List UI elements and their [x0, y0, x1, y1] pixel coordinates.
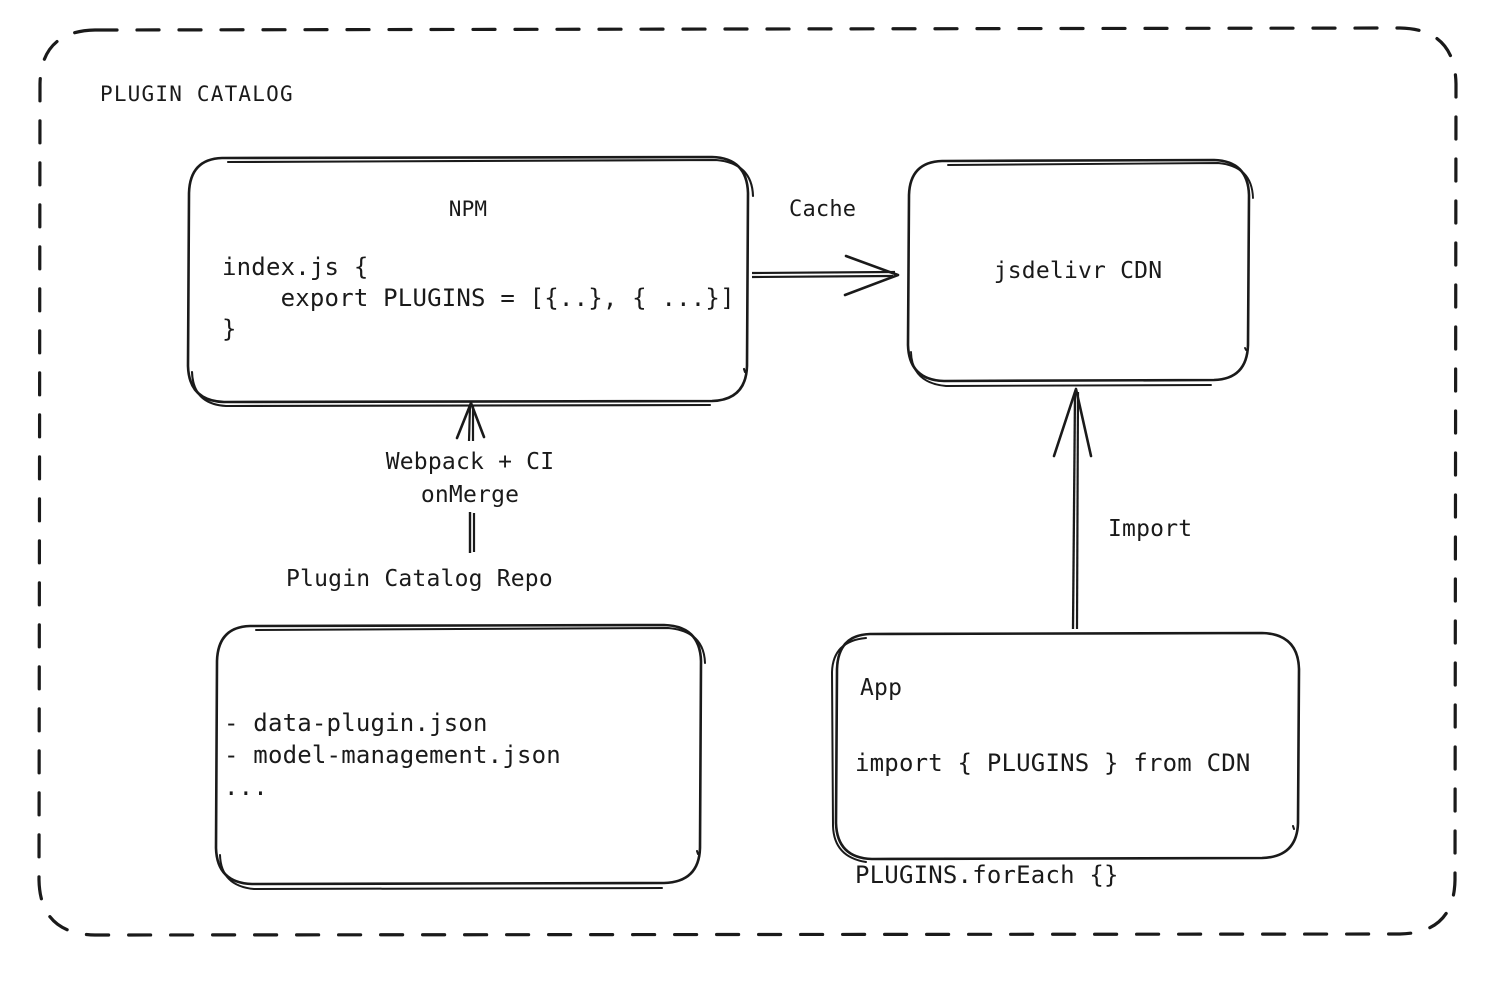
edge-build-label: Webpack + CI onMerge: [385, 449, 555, 508]
plugin-catalog-group-title: PLUGIN CATALOG: [100, 82, 294, 106]
edge-import-label: Import: [1108, 516, 1193, 542]
repo-node-caption: Plugin Catalog Repo: [286, 566, 553, 592]
npm-node-title: NPM: [448, 197, 488, 221]
npm-node-code: index.js { export PLUGINS = [{..}, { ...…: [222, 253, 735, 343]
cdn-node-title: jsdelivr CDN: [993, 258, 1163, 284]
app-node-title: App: [860, 675, 903, 701]
app-node-code: import { PLUGINS } from CDN PLUGINS.forE…: [855, 749, 1251, 889]
edge-cache-arrow: [751, 254, 900, 297]
edge-import-arrow: [1052, 387, 1093, 630]
repo-node-file-list: - data-plugin.json - model-management.js…: [224, 709, 561, 801]
edge-cache-label: Cache: [789, 197, 857, 222]
